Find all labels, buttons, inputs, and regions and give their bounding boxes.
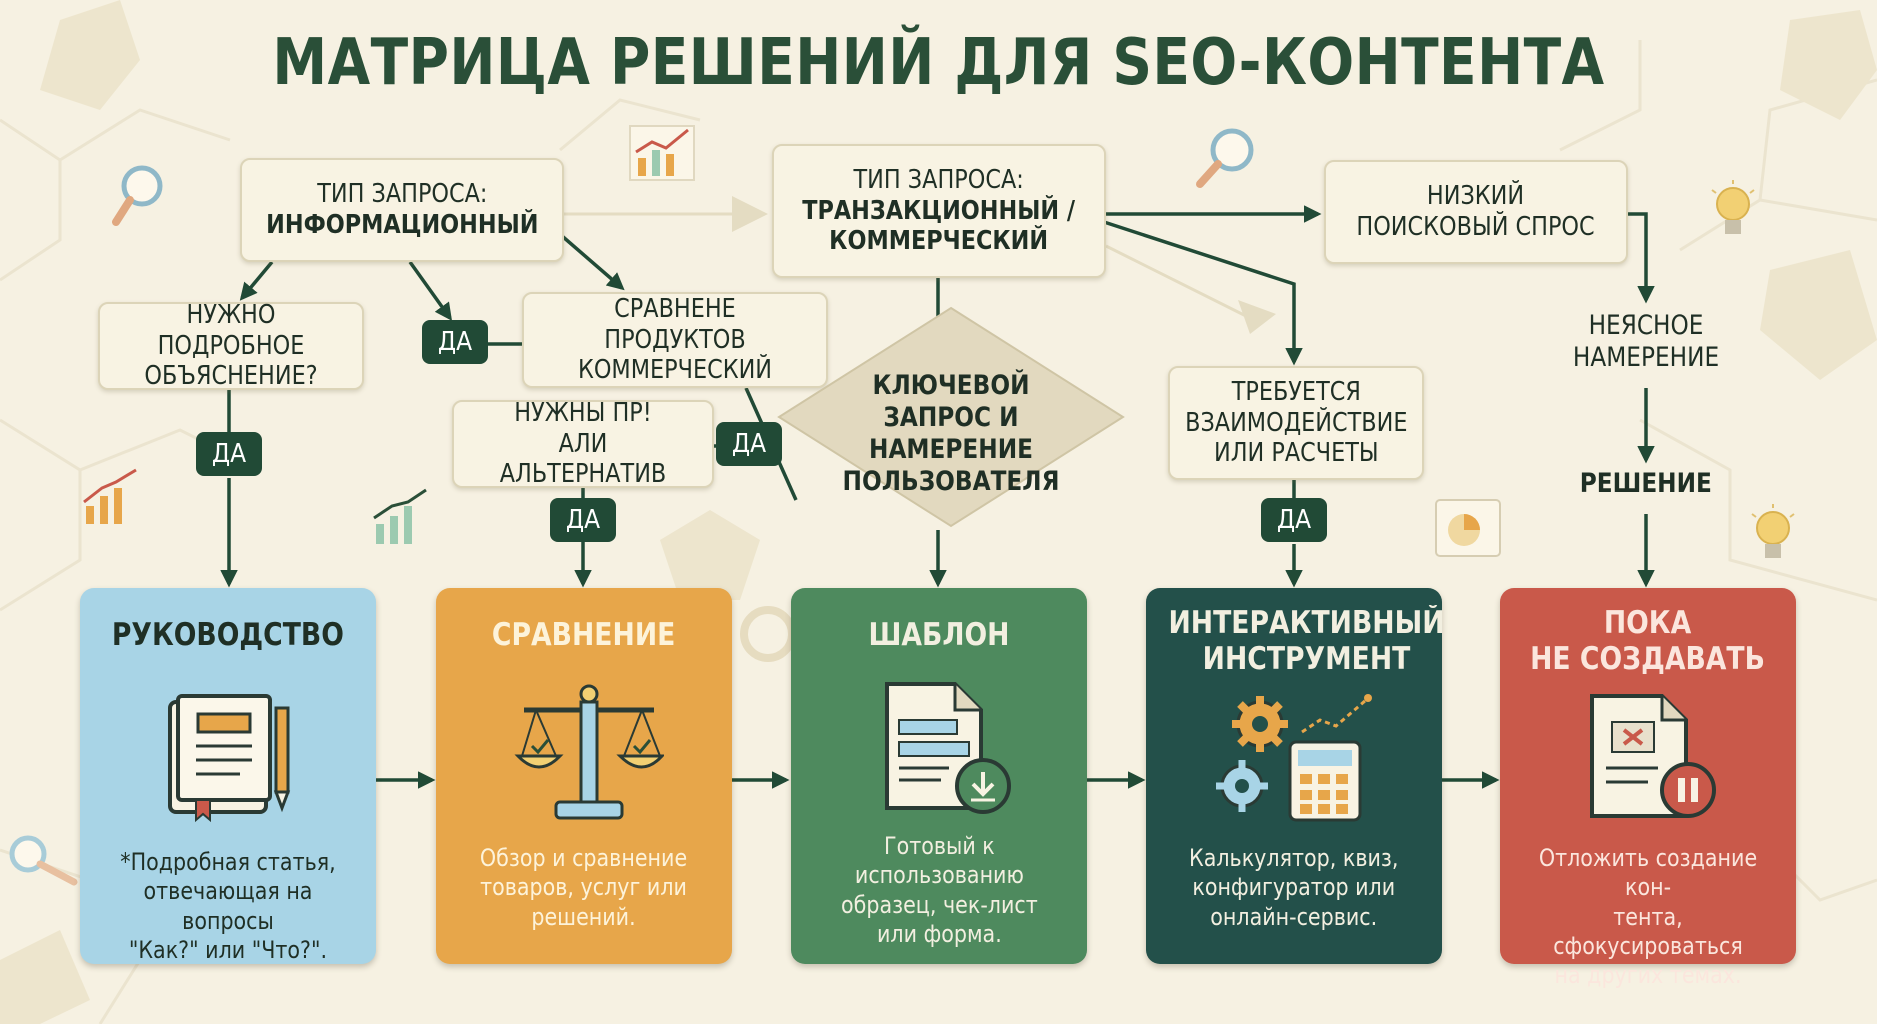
card-guide: РУКОВОДСТВО *Подробная статья,отвечающая… — [80, 588, 376, 964]
yes-badge: ДА — [716, 422, 782, 466]
paused-document-icon — [1590, 694, 1716, 818]
bar-chart-icon — [373, 488, 427, 544]
scales-icon — [514, 684, 664, 820]
yes-badge: ДА — [1261, 498, 1327, 542]
node-info-type: ТИП ЗАПРОСА:ИНФОРМАЦИОННЫЙ — [240, 158, 564, 262]
node-need-pros: НУЖНЫ ПР!АЛИ АЛЬТЕРНАТИВ — [452, 398, 714, 489]
node-decision: РЕШЕНИЕ — [1579, 468, 1713, 499]
magnifier-icon — [1196, 128, 1254, 188]
book-icon — [168, 694, 291, 823]
lightbulb-icon — [1751, 504, 1795, 558]
lightbulb-icon — [1711, 180, 1755, 234]
pie-chart-icon — [740, 606, 796, 662]
bar-chart-icon — [629, 125, 695, 181]
magnifier-icon — [9, 835, 78, 886]
gears-calculator-icon — [1216, 694, 1372, 822]
node-transactional-type: ТИП ЗАПРОСА:ТРАНЗАКЦИОННЫЙ /КОММЕРЧЕСКИЙ — [772, 144, 1106, 278]
magnifier-icon — [112, 165, 163, 226]
node-keyword-intent — [777, 306, 1125, 528]
bar-chart-icon — [83, 468, 137, 524]
template-document-icon — [885, 682, 1011, 814]
yes-badge: ДА — [196, 432, 262, 476]
page-title: МАТРИЦА РЕШЕНИЙ ДЛЯ SEO-КОНТЕНТА — [272, 26, 1605, 100]
yes-badge: ДА — [550, 498, 616, 542]
yes-badge: ДА — [422, 320, 488, 364]
pie-chart-icon — [1435, 499, 1501, 557]
